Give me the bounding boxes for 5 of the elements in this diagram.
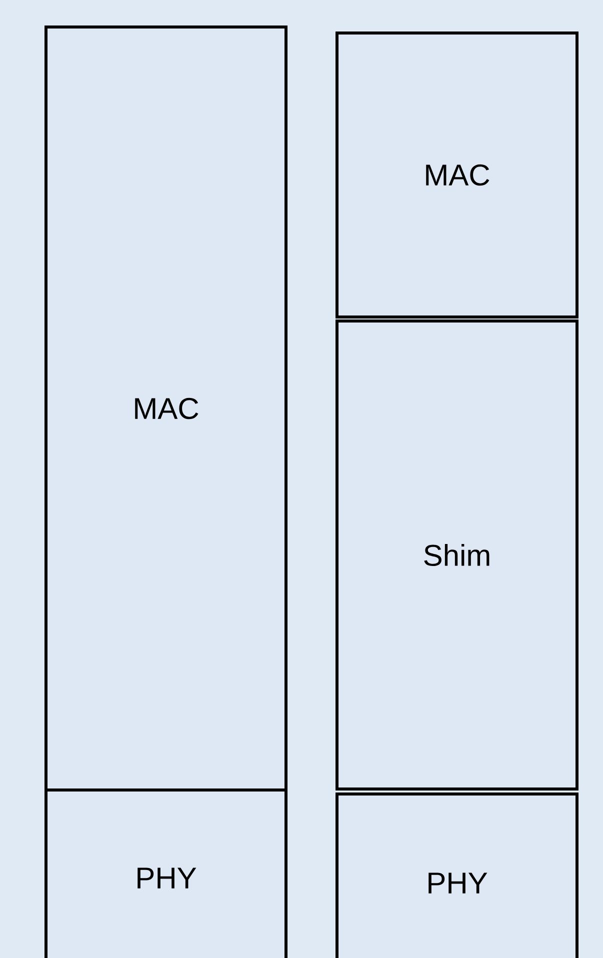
layer-box: MAC xyxy=(336,32,578,318)
layer-box: PHY xyxy=(44,788,288,958)
layer-box: PHY xyxy=(336,792,578,958)
layer-box: Shim xyxy=(336,320,578,790)
layer-box: MAC xyxy=(44,26,288,792)
